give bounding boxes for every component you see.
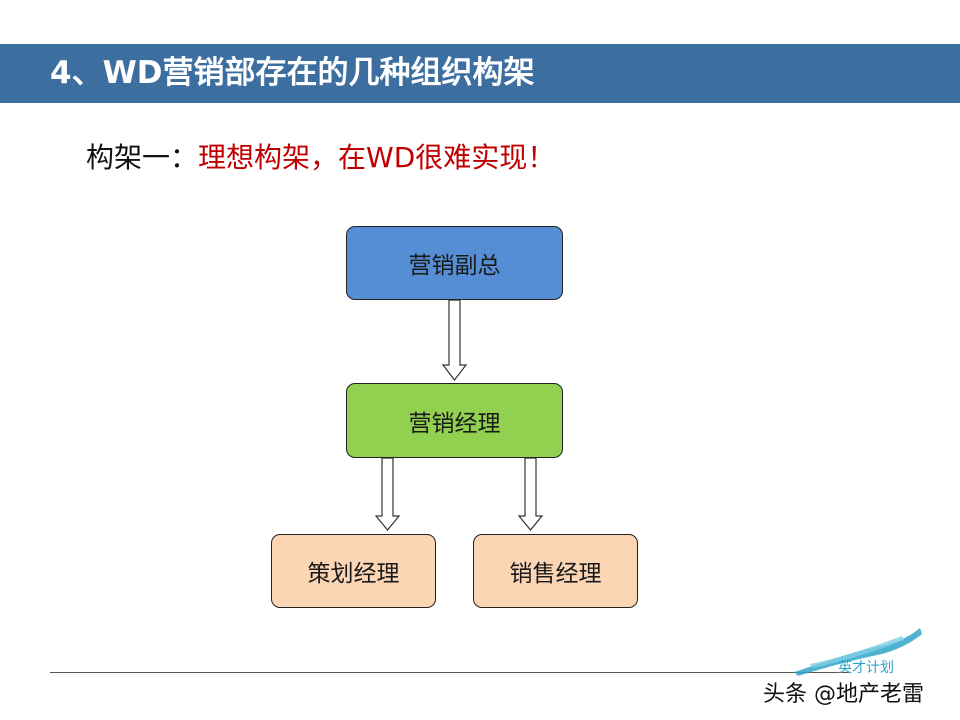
title-bar: 4、WD营销部存在的几种组织构架: [0, 44, 960, 103]
arrow-manager-to-sales: [517, 457, 544, 531]
subtitle-lead: 构架一：: [86, 141, 199, 174]
node-marketing-manager: 营销经理: [346, 383, 563, 458]
subtitle: 构架一：理想构架，在WD很难实现！: [86, 138, 555, 178]
node-sales-manager: 销售经理: [473, 534, 638, 608]
arrow-manager-to-planning: [374, 457, 401, 531]
logo-text: 英才计划: [838, 659, 894, 676]
watermark: 头条 @地产老雷: [763, 682, 924, 707]
swoosh-logo-icon: 英才计划: [794, 628, 922, 676]
slide-title: 4、WD营销部存在的几种组织构架: [50, 55, 535, 91]
node-marketing-vp: 营销副总: [346, 226, 563, 300]
subtitle-emphasis: 理想构架，在WD很难实现！: [198, 141, 556, 174]
arrow-vp-to-manager: [441, 299, 468, 381]
node-planning-manager: 策划经理: [271, 534, 436, 608]
footer-divider: [50, 672, 850, 673]
talent-plan-logo: 英才计划: [790, 624, 925, 680]
